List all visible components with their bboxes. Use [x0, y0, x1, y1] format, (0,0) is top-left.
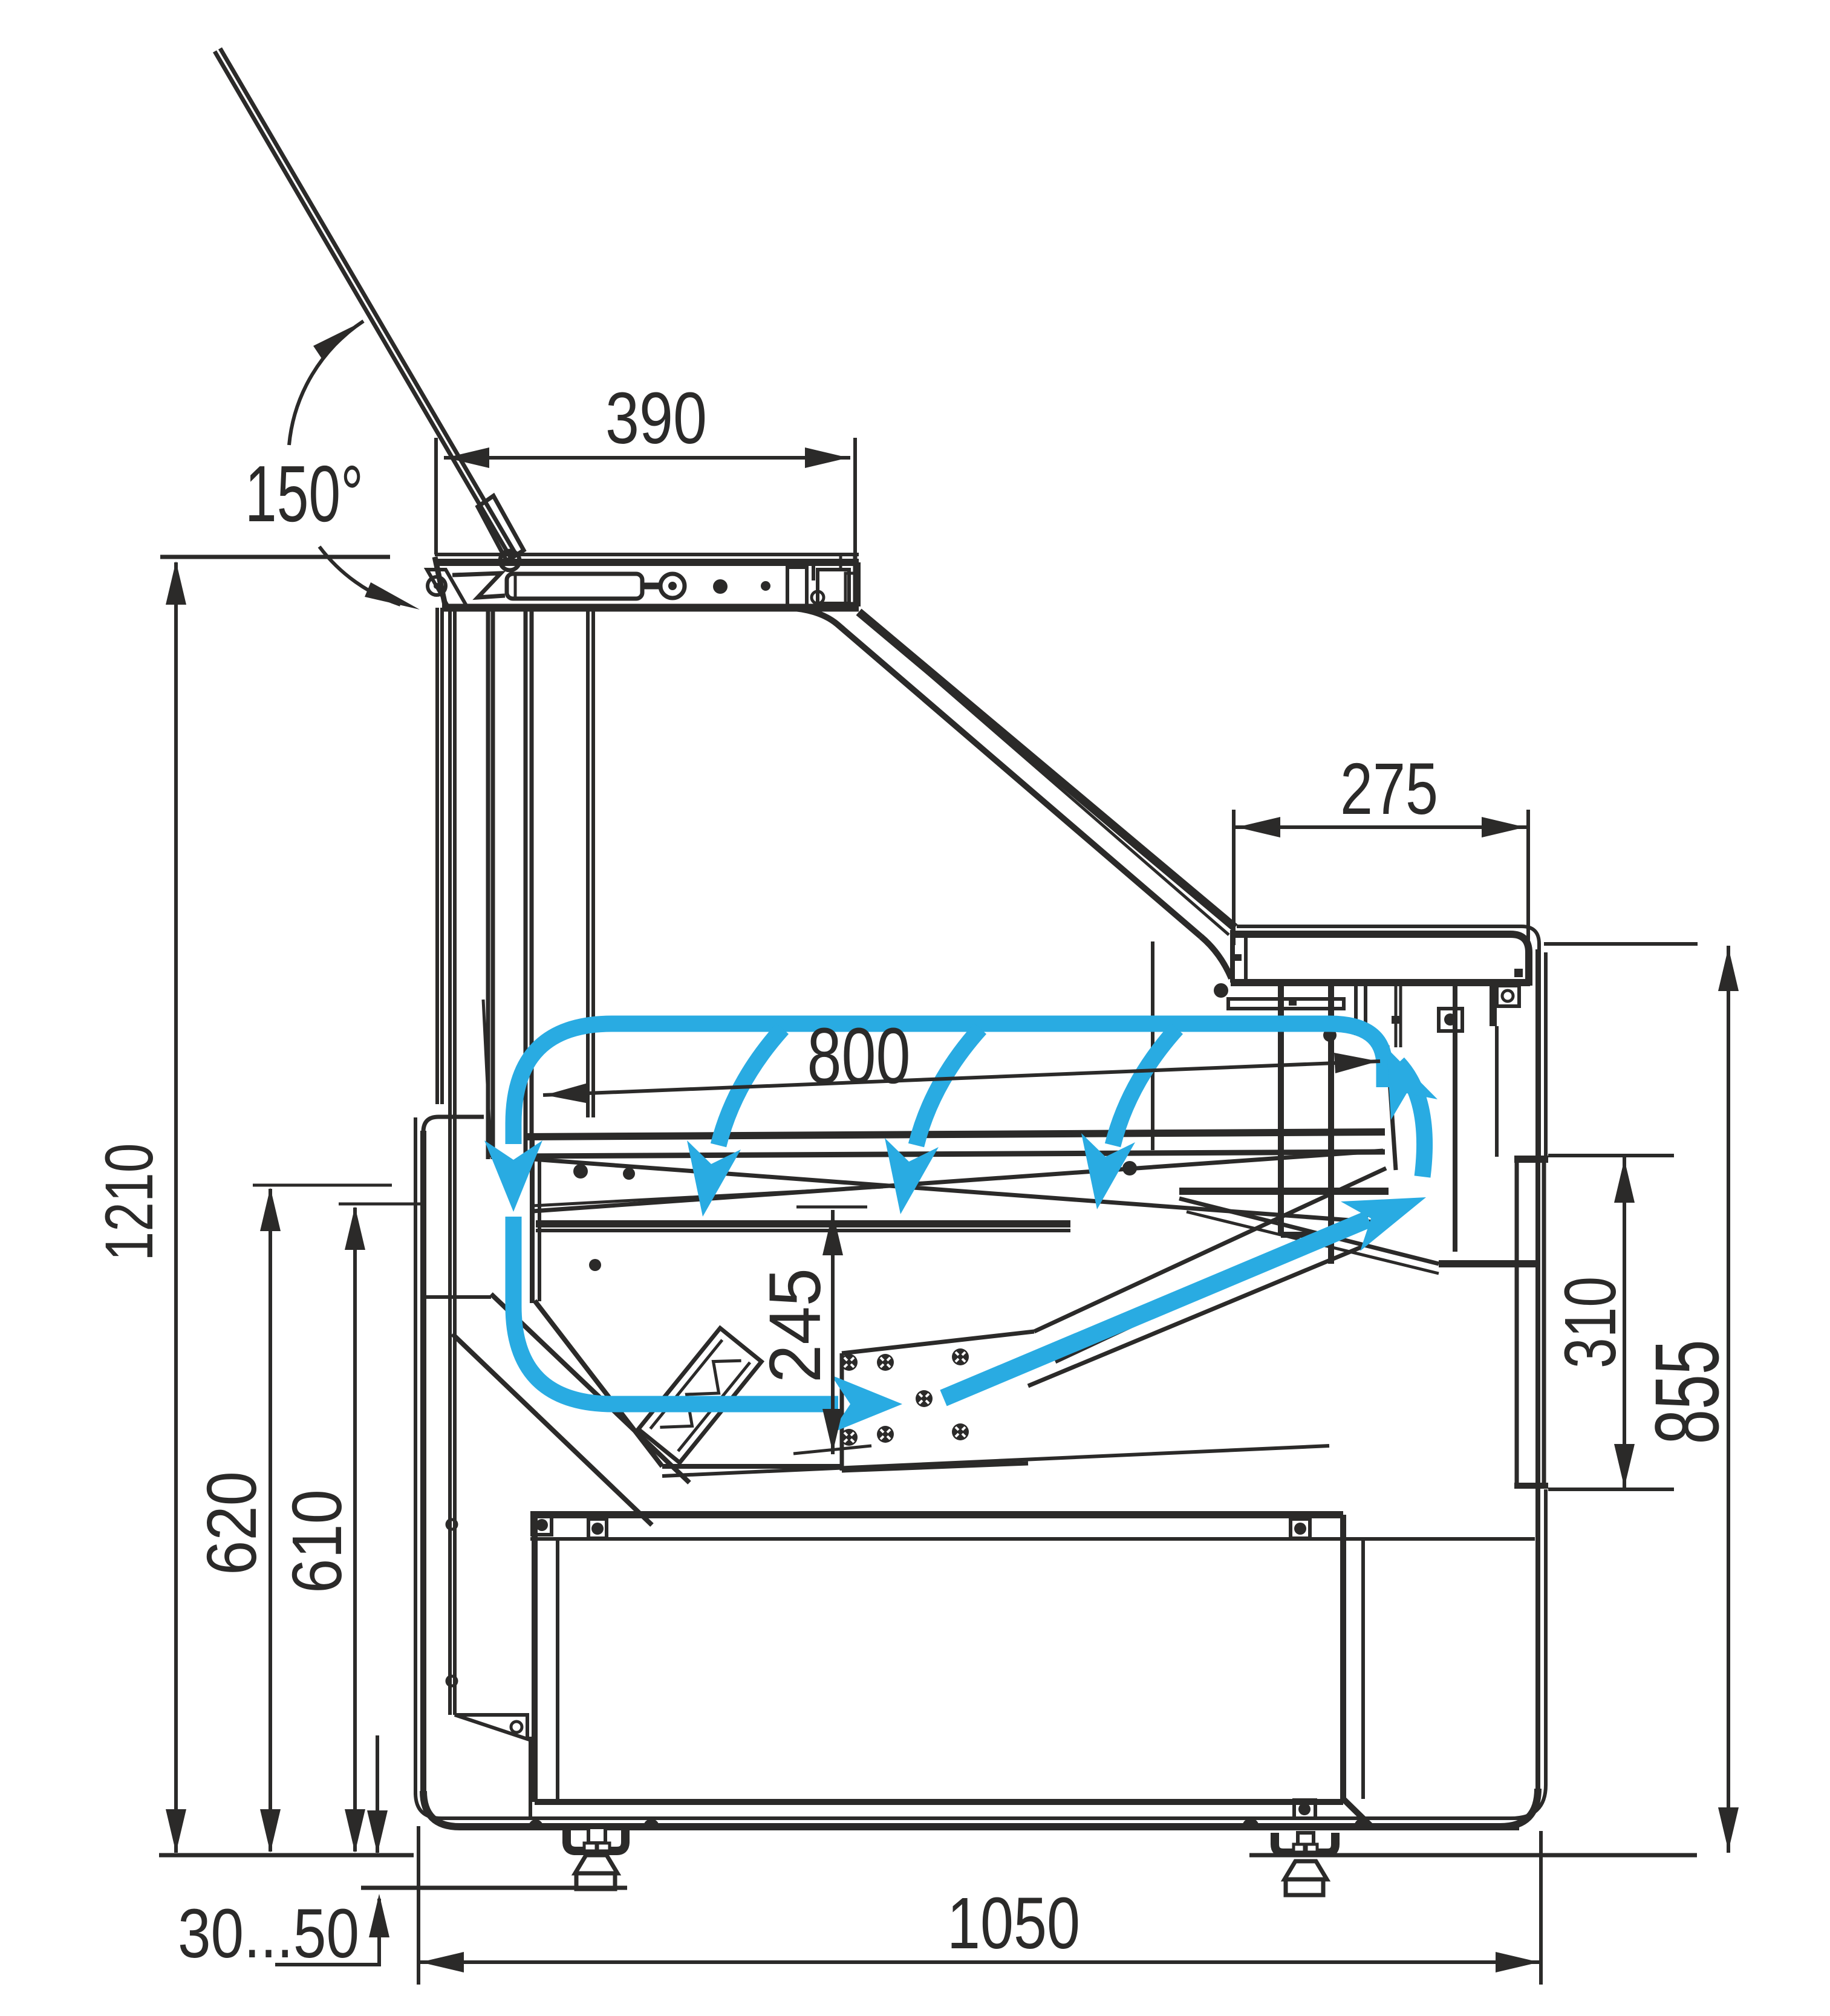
svg-text:150°: 150°: [245, 449, 363, 538]
svg-text:30...50: 30...50: [178, 1895, 359, 1972]
svg-text:800: 800: [807, 1011, 911, 1100]
svg-text:310: 310: [1549, 1276, 1631, 1368]
svg-text:855: 855: [1636, 1340, 1737, 1445]
svg-text:275: 275: [1340, 747, 1438, 830]
svg-text:620: 620: [192, 1471, 271, 1575]
svg-text:245: 245: [754, 1268, 836, 1383]
svg-text:1050: 1050: [947, 1882, 1080, 1964]
svg-text:390: 390: [605, 377, 707, 459]
svg-text:610: 610: [278, 1489, 356, 1593]
svg-text:1210: 1210: [91, 1143, 167, 1261]
